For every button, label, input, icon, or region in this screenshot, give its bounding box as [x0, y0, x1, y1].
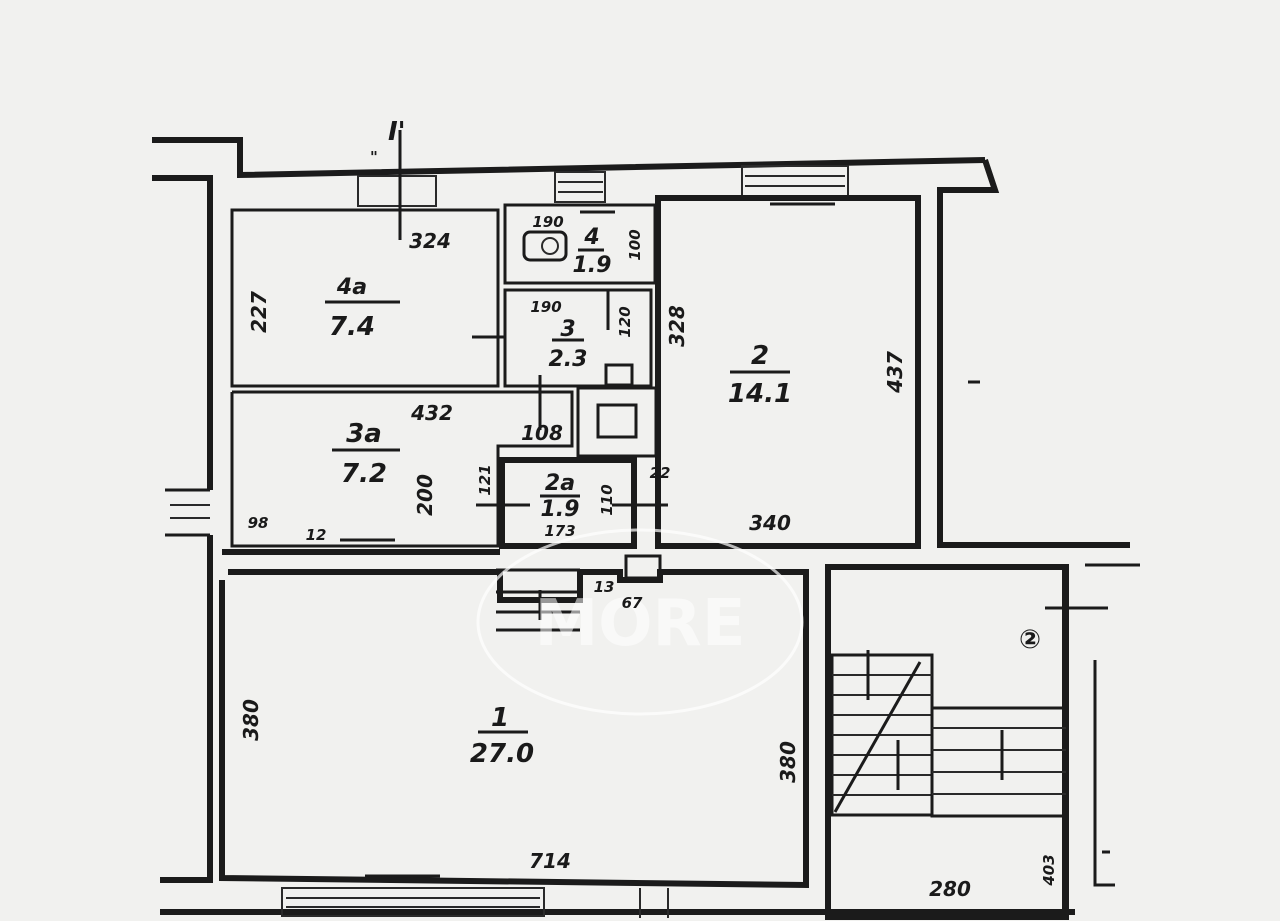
outer-walls	[152, 137, 1140, 915]
dim-714: 714	[529, 849, 571, 873]
room-2-area: 14.1	[728, 379, 792, 409]
dim-173: 173	[544, 522, 575, 540]
dim-380-right: 380	[776, 741, 800, 783]
dim-190-top: 190	[532, 213, 563, 231]
dim-328: 328	[665, 305, 689, 347]
dim-100: 100	[626, 229, 644, 260]
dim-67: 67	[622, 594, 643, 612]
dim-12: 12	[306, 526, 327, 544]
dim-280: 280	[929, 877, 971, 901]
stove-icon	[596, 403, 638, 439]
sink-icon	[604, 363, 634, 387]
dim-22: 22	[650, 464, 671, 482]
dim-340: 340	[749, 511, 791, 535]
dimension-ticks	[340, 130, 668, 620]
dim-200: 200	[413, 474, 437, 516]
room-4a	[230, 208, 500, 388]
room-labels: 4а 7.4 4 1.9 3 2.3 2 14.1 3а 7.2 2а 1.9 …	[325, 225, 792, 769]
left-wall-outer-upper	[152, 175, 213, 490]
room-4a-number: 4а	[336, 275, 367, 300]
room-4a-area: 7.4	[329, 312, 375, 342]
dim-121: 121	[476, 464, 494, 495]
dim-324: 324	[409, 229, 451, 253]
room-1	[219, 569, 809, 889]
bottom-windows	[281, 874, 669, 918]
dim-120: 120	[616, 306, 634, 337]
right-lower-stub	[1093, 660, 1115, 887]
room-1-area: 27.0	[470, 739, 534, 769]
room-3-number: 3	[560, 317, 575, 342]
section-mark: I'	[388, 117, 406, 147]
dim-380-left: 380	[239, 699, 263, 741]
left-wall-outer-lower	[160, 535, 213, 883]
dim-98: 98	[248, 514, 269, 532]
dim-190-mid: 190	[530, 298, 561, 316]
room-2a	[499, 457, 637, 549]
dim-432: 432	[410, 401, 453, 425]
dim-437: 437	[883, 351, 907, 394]
top-wall-outer	[152, 137, 986, 179]
staircase-flights	[830, 606, 1108, 818]
watermark: MORE	[476, 528, 804, 716]
left-window	[165, 488, 210, 537]
room-3a-area: 7.2	[341, 459, 387, 489]
section-tick: "	[370, 148, 378, 166]
room-4-number: 4	[583, 225, 599, 250]
room-2	[655, 195, 921, 549]
dimension-labels: 324 227 190 100 190 120 328 437 432 108 …	[239, 213, 1058, 901]
dim-110: 110	[598, 484, 616, 515]
stair-badge: ②	[1019, 625, 1041, 655]
toilet-icon	[522, 230, 568, 262]
room-2-number: 2	[751, 341, 769, 371]
right-wall-outer	[937, 159, 1130, 548]
room-3-area: 2.3	[549, 347, 588, 372]
room-3a	[230, 390, 574, 548]
room-2a-area: 1.9	[541, 497, 580, 522]
watermark-text: MORE	[534, 587, 745, 661]
room-3a-number: 3а	[346, 419, 382, 449]
dim-403: 403	[1040, 854, 1058, 886]
dim-13: 13	[594, 578, 615, 596]
entry-steps	[496, 554, 662, 632]
room-4-area: 1.9	[573, 253, 612, 278]
staircase-hall	[825, 564, 1069, 920]
room-1-number: 1	[491, 703, 509, 733]
dim-108: 108	[521, 421, 563, 445]
room-2a-number: 2а	[545, 471, 575, 496]
stove-block	[576, 386, 658, 458]
dim-227: 227	[247, 291, 271, 333]
